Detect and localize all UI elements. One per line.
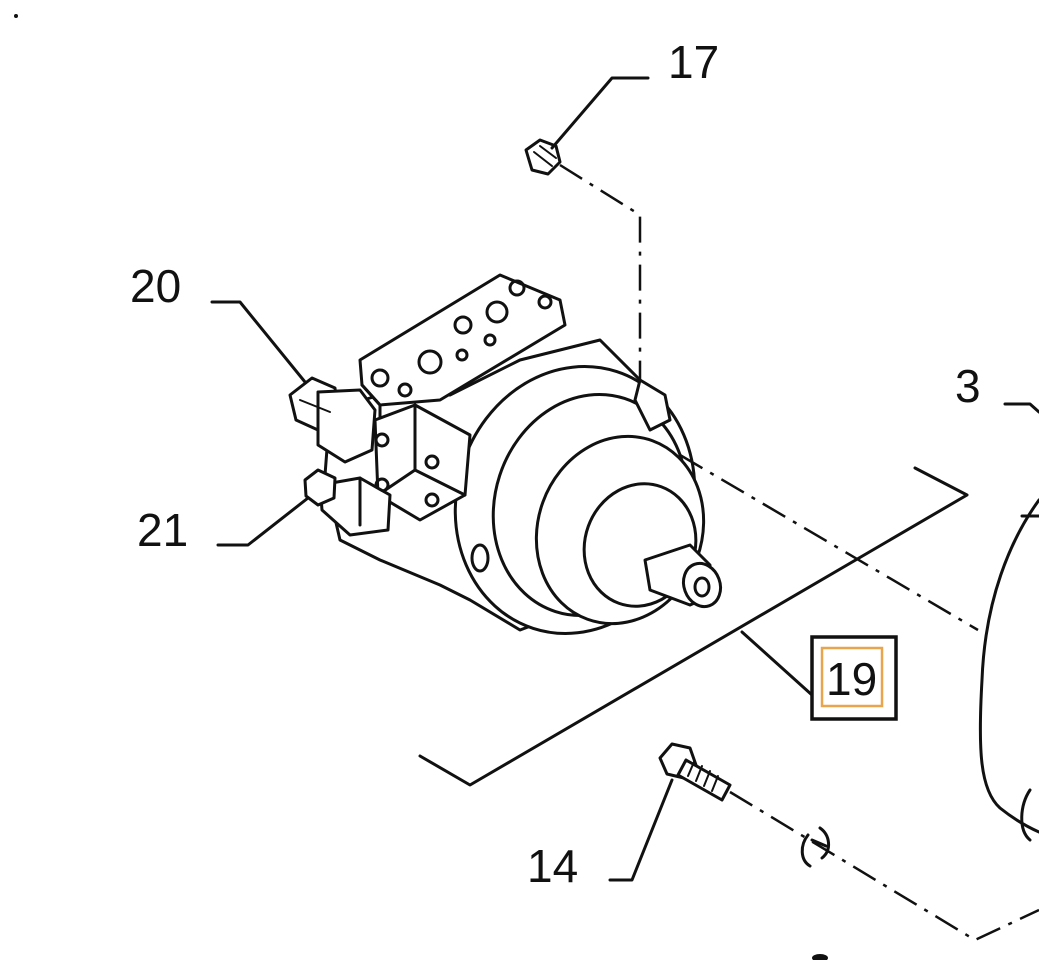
callout-20[interactable]: 20 <box>130 260 181 312</box>
leader-21 <box>216 496 310 547</box>
callout-3[interactable]: 3 <box>955 360 981 412</box>
leader-17 <box>550 76 650 150</box>
hydraulic-pump[interactable] <box>318 273 730 665</box>
callout-19-highlight[interactable]: 19 <box>810 635 898 721</box>
callout-17[interactable]: 17 <box>668 36 719 88</box>
callout-19-highlight-frame <box>820 646 884 708</box>
callout-14[interactable]: 14 <box>527 840 578 892</box>
bolt-14[interactable] <box>658 742 732 802</box>
leader-14 <box>608 778 674 882</box>
fitting-21[interactable] <box>303 468 337 507</box>
centerline-14 <box>729 790 1039 942</box>
gasket-outline <box>418 466 969 787</box>
washer[interactable] <box>800 826 830 868</box>
centerline-pump <box>679 453 979 632</box>
centerline-17 <box>559 163 642 395</box>
fitting-20[interactable] <box>288 376 377 464</box>
housing-3[interactable] <box>978 498 1039 842</box>
callout-19[interactable]: 19 <box>826 653 877 705</box>
leader-19 <box>740 630 817 697</box>
callout-21[interactable]: 21 <box>137 504 188 556</box>
leader-20 <box>210 300 307 384</box>
stray-dot <box>14 14 18 18</box>
bottom-fragment <box>812 954 828 960</box>
leader-3 <box>1003 402 1039 414</box>
